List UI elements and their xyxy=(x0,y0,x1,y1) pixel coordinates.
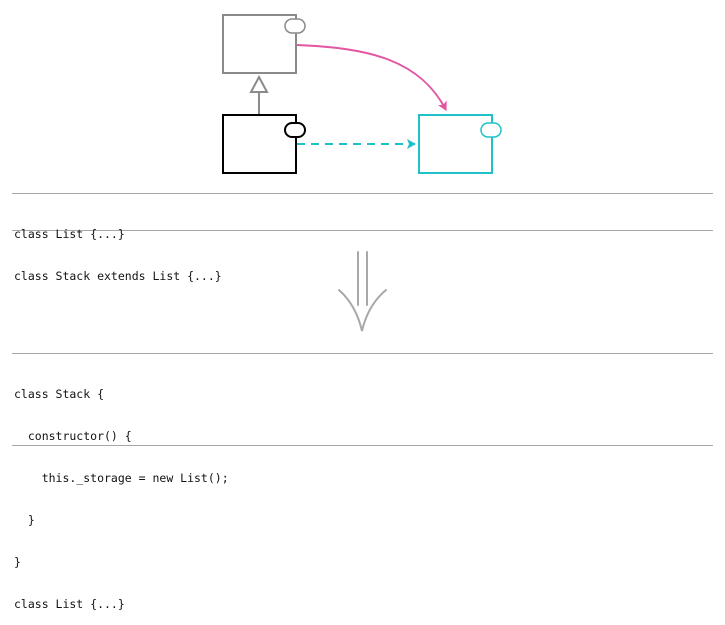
move-arrow xyxy=(296,44,447,111)
code-after-block: class Stack { constructor() { this._stor… xyxy=(12,353,713,611)
delegate-class-box xyxy=(418,114,502,174)
code-line: this._storage = new List(); xyxy=(14,471,229,485)
code-before-block: class List {...} class Stack extends Lis… xyxy=(12,193,713,283)
code-line: class List {...} xyxy=(14,597,125,611)
component-port-icon xyxy=(284,122,306,138)
code-line: class Stack extends List {...} xyxy=(14,269,222,283)
component-port-icon xyxy=(284,18,306,34)
inheritance-arrow xyxy=(249,74,269,115)
stack-class-box xyxy=(222,114,306,174)
code-line: constructor() { xyxy=(14,429,132,443)
component-port-icon xyxy=(480,122,502,138)
code-line: class Stack { xyxy=(14,387,105,401)
code-line: } xyxy=(14,555,21,569)
double-down-arrow-icon xyxy=(338,251,387,332)
list-class-box xyxy=(222,14,306,74)
code-line: class List {...} xyxy=(14,227,125,241)
code-line: } xyxy=(14,513,35,527)
refactoring-diagram xyxy=(222,14,502,332)
